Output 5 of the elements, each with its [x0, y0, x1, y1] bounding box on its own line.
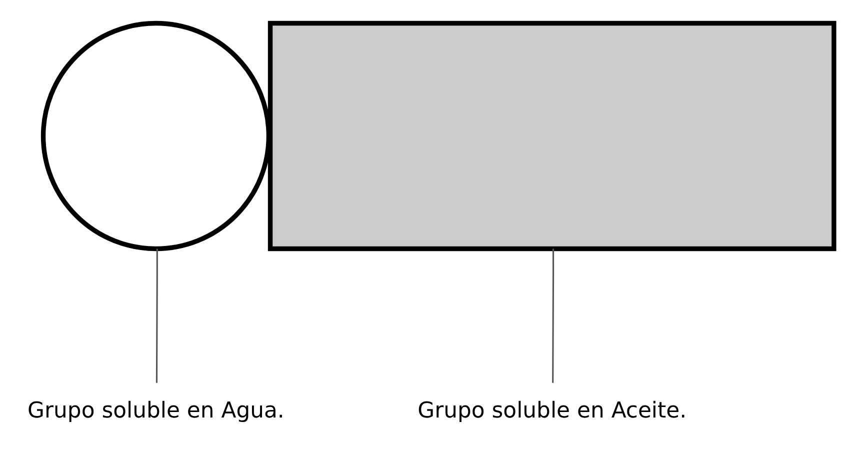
node-text: Grupo soluble en Aceite.	[418, 398, 687, 424]
node-text: Grupo soluble en Agua.	[28, 398, 284, 424]
connector	[552, 248, 554, 383]
connector	[156, 248, 158, 383]
node-box	[268, 20, 836, 252]
